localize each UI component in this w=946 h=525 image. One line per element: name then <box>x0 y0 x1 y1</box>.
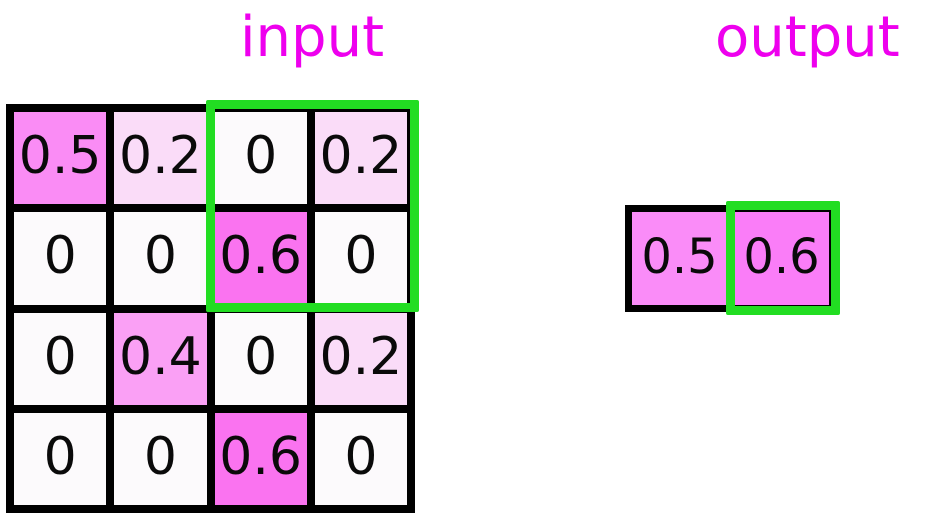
input-matrix-cell-value: 0.5 <box>18 126 102 187</box>
input-matrix-cell: 0.5 <box>14 112 107 205</box>
input-matrix-cell: 0.6 <box>214 412 307 505</box>
input-matrix-cell: 0.2 <box>314 312 407 405</box>
input-matrix-cell: 0.6 <box>214 212 307 305</box>
input-matrix-cell-value: 0 <box>344 426 378 487</box>
input-matrix-cell: 0.4 <box>114 312 207 405</box>
input-matrix-cell-value: 0.6 <box>219 226 302 287</box>
output-matrix-cell-value: 0.6 <box>743 228 820 285</box>
input-matrix-cell-value: 0 <box>143 226 177 287</box>
input-matrix-cell-value: 0.4 <box>119 326 202 387</box>
input-matrix-cell-value: 0 <box>43 226 77 287</box>
input-matrix-cell-value: 0.2 <box>319 126 403 187</box>
input-matrix-cell: 0 <box>114 412 207 505</box>
input-matrix-cell: 0 <box>314 212 407 305</box>
input-matrix-cell-value: 0.6 <box>219 426 302 487</box>
input-matrix-cell-value: 0 <box>344 226 378 287</box>
input-matrix-cell-value: 0 <box>43 326 77 387</box>
input-matrix-cell-value: 0 <box>43 426 77 487</box>
input-matrix-cell: 0 <box>14 212 107 305</box>
input-matrix-cell: 0.2 <box>314 112 407 205</box>
input-matrix-cell-value: 0 <box>244 126 278 187</box>
input-matrix-cell: 0.2 <box>114 112 207 205</box>
output-title: output <box>715 5 900 70</box>
input-matrix-cell-value: 0.2 <box>119 126 202 187</box>
input-matrix-cell: 0 <box>14 412 107 505</box>
input-title: input <box>240 5 385 70</box>
input-matrix-cell-value: 0 <box>244 326 278 387</box>
output-matrix-cell-value: 0.5 <box>641 228 718 285</box>
input-matrix-cell: 0 <box>214 312 307 405</box>
input-matrix-cell-value: 0.2 <box>319 326 403 387</box>
input-matrix: 0.5 0.2 0 0.2 0 0 0.6 0 0 0.4 0 0.2 0 0 0.6 0 <box>6 104 415 513</box>
output-matrix-cell: 0.5 <box>632 212 727 305</box>
input-matrix-cell-value: 0 <box>143 426 177 487</box>
output-matrix: 0.5 0.6 <box>625 205 836 312</box>
input-matrix-cell: 0 <box>114 212 207 305</box>
output-matrix-cell: 0.6 <box>734 212 829 305</box>
input-matrix-cell: 0 <box>14 312 107 405</box>
input-matrix-cell: 0 <box>314 412 407 505</box>
input-matrix-cell: 0 <box>214 112 307 205</box>
